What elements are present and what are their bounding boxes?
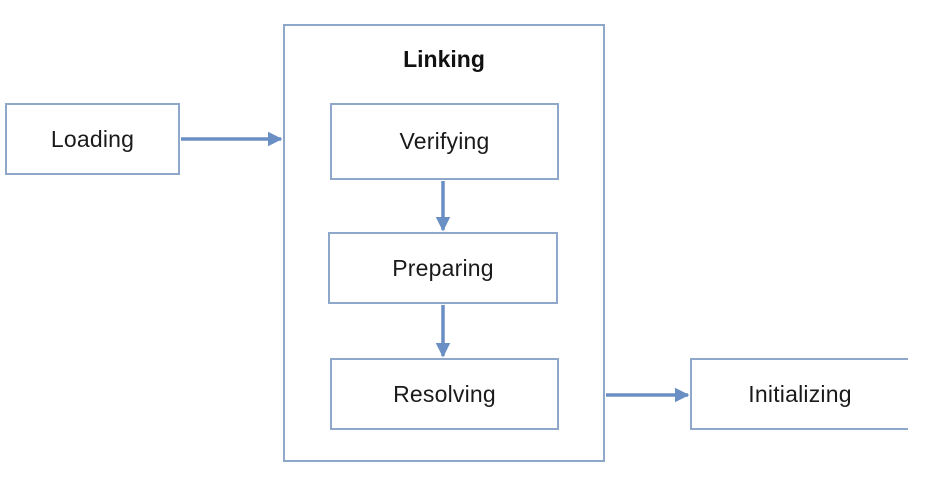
initializing-label: Initializing [748, 380, 852, 407]
resolving-node: Resolving [330, 358, 559, 430]
resolving-label: Resolving [393, 380, 496, 407]
preparing-node: Preparing [328, 232, 558, 304]
preparing-label: Preparing [392, 254, 494, 281]
loading-node: Loading [5, 103, 180, 175]
verifying-label: Verifying [399, 128, 490, 154]
loading-label: Loading [50, 125, 135, 152]
initializing-node: Initializing [690, 358, 908, 430]
verifying-node: Verifying [330, 103, 559, 180]
linking-title: Linking [403, 46, 485, 72]
